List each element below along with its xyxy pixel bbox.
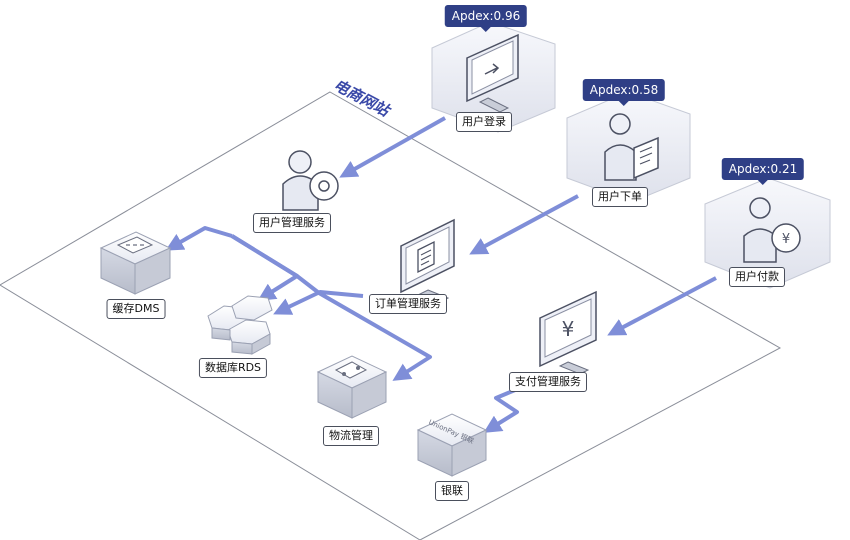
apdex-badge-login: Apdex:0.96 — [444, 5, 528, 32]
cache-box-icon — [99, 231, 172, 295]
resource-unionpay[interactable]: UnionPay 银联 — [416, 413, 488, 477]
label-db[interactable]: 数据库RDS — [198, 358, 268, 378]
label-user-pay[interactable]: 用户付款 — [729, 267, 785, 287]
logistics-box-icon — [316, 355, 388, 419]
label-logistics[interactable]: 物流管理 — [323, 426, 379, 446]
region-boundary — [0, 91, 782, 540]
resource-cache[interactable] — [99, 231, 172, 295]
label-unionpay[interactable]: 银联 — [435, 481, 469, 501]
unionpay-box-icon: UnionPay 银联 — [416, 413, 488, 477]
edge-pay-to-pay-mgmt — [607, 276, 717, 336]
label-order-mgmt[interactable]: 订单管理服务 — [369, 294, 447, 314]
service-order-mgmt[interactable] — [400, 218, 455, 303]
user-document-icon — [604, 113, 659, 181]
document-monitor-icon — [400, 218, 455, 303]
svg-text:¥: ¥ — [782, 232, 790, 247]
trigger-login[interactable] — [431, 21, 556, 133]
svg-text:¥: ¥ — [562, 317, 575, 341]
login-monitor-icon — [466, 33, 519, 113]
label-user-mgmt[interactable]: 用户管理服务 — [253, 213, 331, 233]
label-cache[interactable]: 缓存DMS — [106, 299, 166, 319]
edge-user-mgmt-to-cache — [165, 226, 233, 251]
edges — [165, 116, 717, 433]
user-yuan-icon: ¥ — [743, 197, 801, 263]
trigger-pay[interactable]: ¥ — [704, 177, 831, 289]
apdex-badge-order: Apdex:0.58 — [582, 79, 666, 106]
edge-login-to-user-mgmt — [339, 116, 446, 178]
trigger-order[interactable] — [566, 91, 691, 203]
service-pay-mgmt[interactable]: ¥ — [539, 290, 597, 375]
apdex-badge-pay: Apdex:0.21 — [721, 158, 805, 185]
yuan-monitor-icon: ¥ — [539, 290, 597, 375]
label-user-login[interactable]: 用户登录 — [456, 112, 512, 132]
resource-db[interactable] — [207, 295, 273, 355]
edge-user-mgmt-to-db — [230, 234, 299, 301]
edge-pay-mgmt-to-unionpay — [483, 386, 521, 433]
edge-order-mgmt-to-db — [273, 290, 364, 315]
label-user-order[interactable]: 用户下单 — [592, 187, 648, 207]
user-gear-icon — [282, 150, 339, 211]
database-hex-icon — [207, 295, 273, 355]
resource-logistics[interactable] — [316, 355, 388, 419]
edge-order-to-order-mgmt — [469, 194, 579, 255]
service-user-mgmt[interactable] — [282, 150, 339, 211]
label-pay-mgmt[interactable]: 支付管理服务 — [509, 372, 587, 392]
